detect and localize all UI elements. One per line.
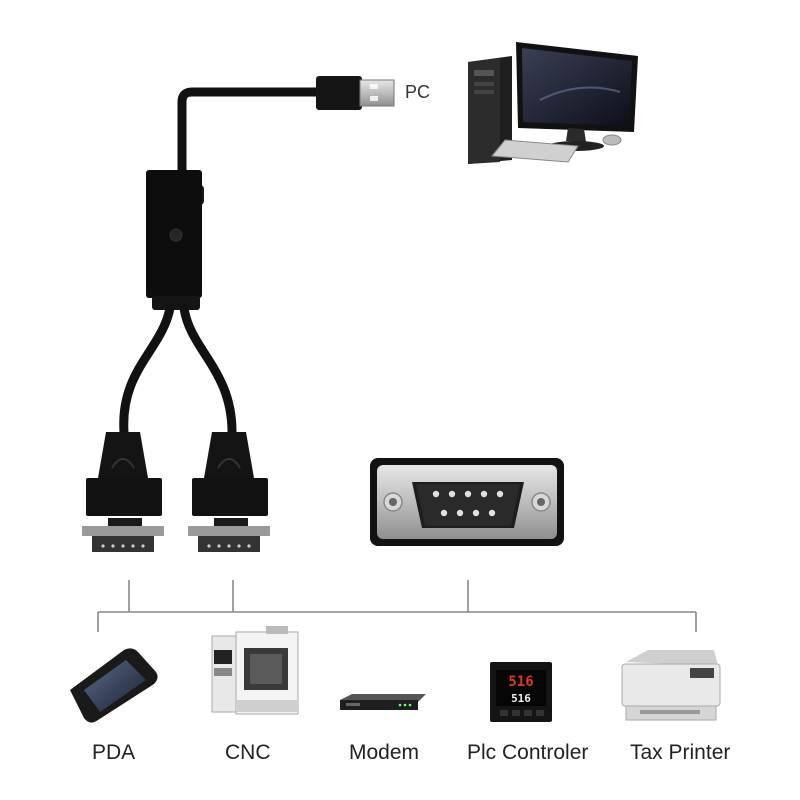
cable-left — [119, 303, 175, 437]
db9-face-illustration — [370, 458, 564, 546]
pc-label: PC — [405, 82, 431, 102]
db9-connector-left — [82, 432, 164, 552]
device-label-tax-printer: Tax Printer — [630, 741, 731, 764]
pc-illustration — [468, 42, 638, 164]
pda-illustration — [70, 648, 158, 723]
device-label-modem: Modem — [349, 741, 420, 764]
cnc-illustration — [211, 626, 299, 715]
db9-connector-right — [188, 432, 270, 552]
usb-plug — [177, 76, 395, 190]
tax-printer-illustration — [621, 650, 721, 721]
device-label-plc-controler: Plc Controler — [467, 741, 589, 764]
plc-display-bottom: 516 — [511, 692, 531, 705]
cable-right — [179, 303, 237, 437]
plc-display-top: 516 — [508, 674, 533, 690]
connection-lines — [97, 580, 697, 632]
device-label-pda: PDA — [92, 741, 136, 764]
device-label-cnc: CNC — [225, 741, 271, 764]
splitter-body — [146, 170, 204, 310]
modem-illustration — [340, 694, 426, 710]
plc-controller-illustration: 516 516 — [490, 662, 552, 722]
